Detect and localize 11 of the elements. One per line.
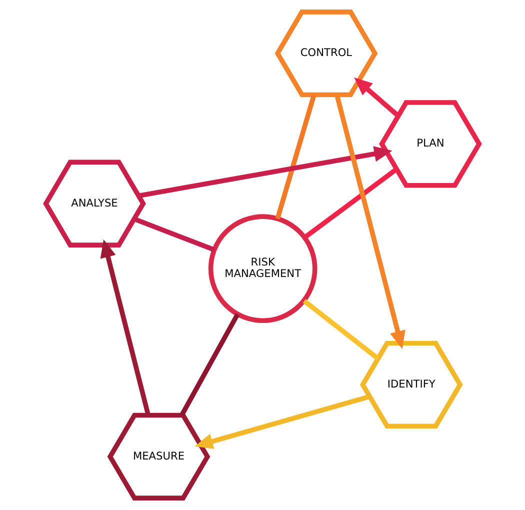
node-circle: RISK MANAGEMENT: [208, 214, 318, 324]
arrow: [100, 239, 151, 416]
arrow: [194, 394, 370, 450]
connector: [180, 313, 240, 416]
connector: [133, 216, 216, 252]
arrow: [334, 94, 406, 350]
arrow: [354, 78, 400, 118]
arrow: [138, 146, 392, 198]
connector: [275, 94, 316, 220]
connector: [303, 167, 398, 240]
connector: [302, 299, 380, 360]
